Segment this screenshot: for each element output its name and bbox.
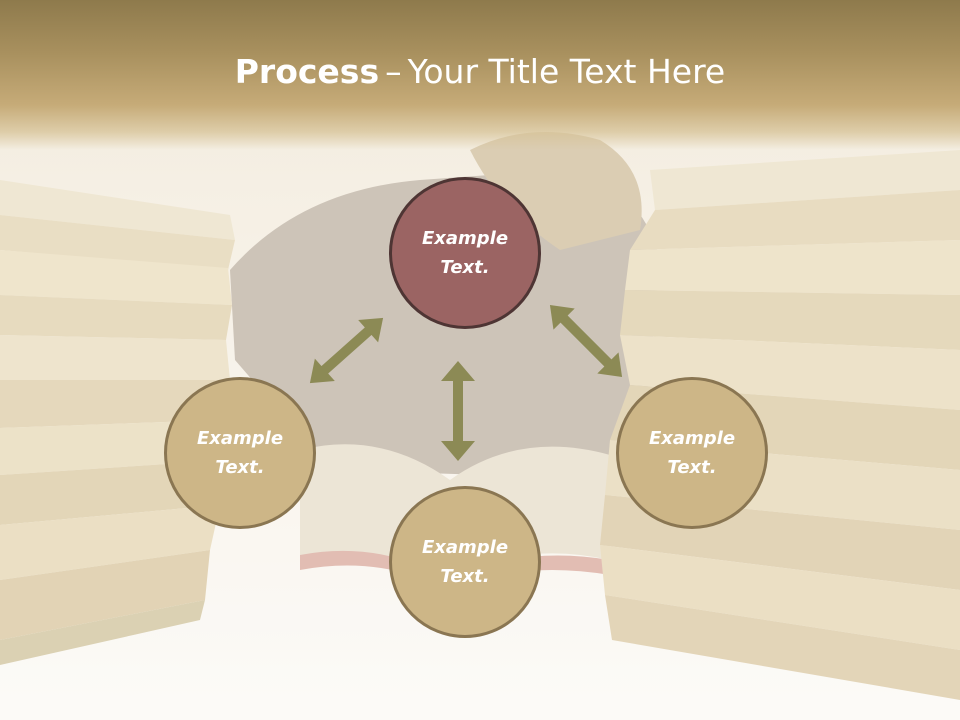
- title-bold: Process: [234, 52, 380, 91]
- process-node-bottom: Example Text.: [389, 486, 541, 638]
- slide-title: Process–Your Title Text Here: [0, 52, 960, 91]
- process-node-top: Example Text.: [389, 177, 541, 329]
- process-node-top-text: Example Text.: [421, 228, 509, 278]
- title-band: [0, 0, 960, 150]
- double-arrow-vertical: [441, 361, 475, 461]
- title-separator: –: [385, 52, 402, 91]
- double-arrow-top-right: [549, 304, 623, 378]
- process-node-right: Example Text.: [616, 377, 768, 529]
- left-book-stack: [0, 180, 235, 665]
- title-rest: Your Title Text Here: [407, 52, 726, 91]
- process-node-left: Example Text.: [164, 377, 316, 529]
- double-arrow-top-left: [309, 317, 384, 384]
- process-node-bottom-text: Example Text.: [421, 537, 509, 587]
- process-node-right-text: Example Text.: [648, 428, 736, 478]
- process-node-left-text: Example Text.: [196, 428, 284, 478]
